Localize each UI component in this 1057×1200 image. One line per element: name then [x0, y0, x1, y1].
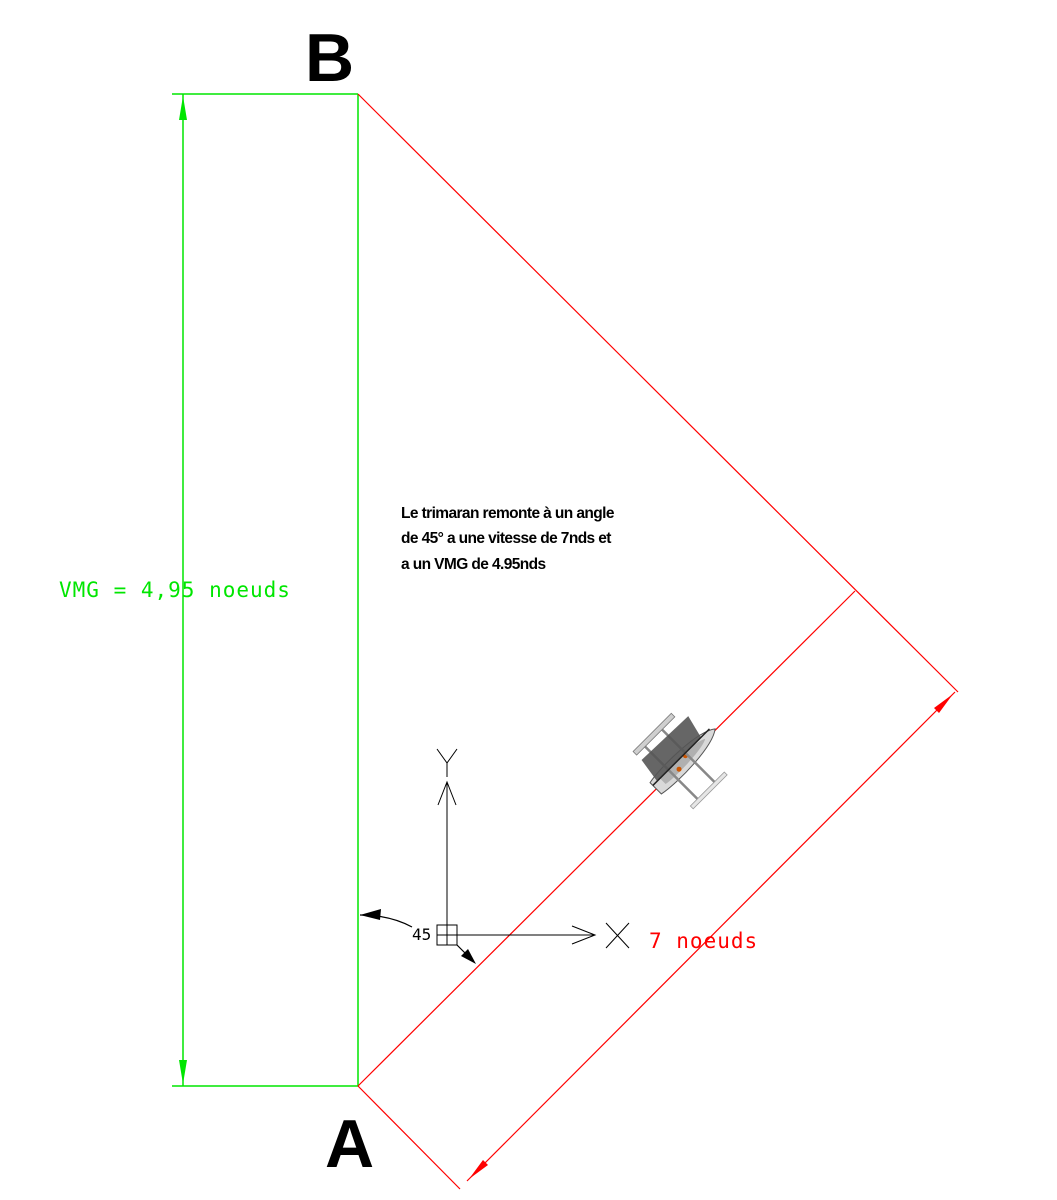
speed-construction	[357, 93, 959, 1190]
note-line-3: a un VMG de 4.95nds	[401, 556, 546, 573]
layline-b	[357, 93, 959, 693]
vmg-arrow-bottom	[179, 1060, 187, 1084]
ucs-icon	[436, 748, 630, 949]
vmg-construction	[172, 93, 359, 1087]
note-line-2: de 45° a une vitesse de 7nds et	[401, 530, 611, 547]
trimaran-illustration	[632, 712, 728, 810]
note-line-1: Le trimaran remonte à un angle	[401, 505, 615, 522]
vmg-arrow-top	[179, 96, 187, 120]
angle-arrow-left	[360, 909, 381, 920]
extension-from-a	[357, 1085, 461, 1190]
speed-arrow-top	[934, 694, 953, 713]
speed-dimension-line	[466, 691, 956, 1182]
speed-label: 7 noeuds	[649, 929, 758, 953]
point-b-label: B	[305, 20, 354, 96]
explanation-note: Le trimaran remonte à un angle de 45° a …	[401, 505, 618, 573]
trimaran-sail	[641, 716, 701, 782]
y-axis-arrowhead	[437, 780, 457, 806]
speed-arrow-bottom	[469, 1160, 488, 1179]
vmg-label: VMG = 4,95 noeuds	[59, 578, 291, 602]
angle-value: 45	[412, 925, 431, 944]
course-line	[357, 590, 856, 1087]
y-axis-letter-icon	[436, 748, 458, 764]
x-axis-letter-icon-b	[605, 922, 630, 949]
angle-arrow-right	[461, 949, 476, 964]
trimaran-float-right	[689, 771, 728, 810]
point-a-label: A	[325, 1106, 374, 1182]
trimaran-crew-2	[676, 766, 682, 772]
x-axis-arrowhead	[571, 925, 597, 945]
trimaran-mast	[652, 728, 710, 786]
trimaran-float-left	[632, 712, 676, 756]
angle-annotation: 45	[359, 909, 476, 964]
